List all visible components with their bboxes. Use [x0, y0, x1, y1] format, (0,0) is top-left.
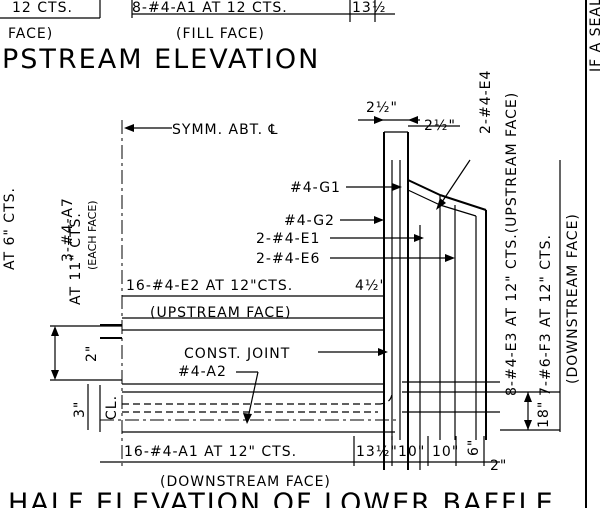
top-face-left: FACE) — [8, 26, 53, 42]
e4-label: 2-#4-E4 — [478, 70, 494, 134]
dim-3in: 3" — [72, 401, 88, 418]
top-cts-left: 12 CTS. — [12, 0, 73, 16]
dim-18: 18" — [536, 401, 552, 428]
e6-label: 2-#4-E6 — [256, 251, 320, 267]
e2-dim: 4½" — [355, 278, 387, 294]
e2-label: 16-#4-E2 AT 12"CTS. — [126, 278, 293, 294]
dim-2in: 2" — [84, 345, 100, 362]
dim-6: 6" — [466, 439, 482, 456]
f3-face-label: (DOWNSTREAM FACE) — [565, 213, 581, 384]
upstream-elevation-title: PSTREAM ELEVATION — [2, 44, 320, 75]
downstream-face-label: (DOWNSTREAM FACE) — [160, 474, 331, 490]
a2-label: #4-A2 — [178, 364, 227, 380]
top-strip: 12 CTS. 8-#4-A1 AT 12 CTS. 13½ FACE) (FI… — [0, 0, 395, 42]
top-fill-face: (FILL FACE) — [176, 26, 265, 42]
top-bar-fill: 8-#4-A1 AT 12 CTS. — [132, 0, 288, 16]
upstream-face-label: (UPSTREAM FACE) — [150, 305, 291, 321]
lower-baffle-title: HALF ELEVATION OF LOWER BAFFLE — [8, 488, 555, 508]
left-dims: 2" 3" CL. — [50, 325, 122, 432]
bottom-dims: 16-#4-A1 AT 12" CTS. 13½" 10" 10" 6" 2" … — [100, 436, 507, 490]
a1-label: 16-#4-A1 AT 12" CTS. — [124, 444, 297, 460]
a7-count-note: 3-#4-A7 — [60, 197, 76, 262]
symm-label: SYMM. ABT. ℄ — [172, 122, 278, 138]
const-joint-label: CONST. JOINT — [184, 346, 290, 362]
top-dim-fill: 13½ — [352, 0, 386, 16]
each-face-note: (EACH FACE) — [86, 200, 99, 270]
dim-13half: 13½" — [356, 444, 398, 460]
g2-label: #4-G2 — [284, 213, 335, 229]
baffle-wall — [383, 131, 487, 470]
f3-label: 7-#6-F3 AT 12" CTS. — [538, 234, 554, 396]
a7-spacing-note: AT 11" CTS. — [68, 212, 84, 305]
leaders: #4-G1 #4-G2 2-#4-E1 2-#4-E6 CONST. JOINT… — [178, 159, 471, 424]
slab-lines — [100, 317, 500, 433]
right-dims: 18" — [500, 160, 561, 432]
dim-10b: 10" — [432, 444, 459, 460]
e3-label: 8-#4-E3 AT 12" CTS.(UPSTREAM FACE) — [504, 92, 520, 396]
g1-label: #4-G1 — [290, 180, 341, 196]
top-dims: 2½" 2½" — [358, 100, 460, 134]
dim-cl: CL. — [104, 395, 120, 420]
e1-label: 2-#4-E1 — [256, 231, 320, 247]
seal-note: IF A SEAL IS — [588, 0, 604, 72]
dim-2-bottom: 2" — [490, 458, 507, 474]
dim-10a: 10" — [398, 444, 425, 460]
dim-top-2half-a: 2½" — [366, 100, 398, 116]
at6-note: AT 6" CTS. — [2, 187, 18, 270]
